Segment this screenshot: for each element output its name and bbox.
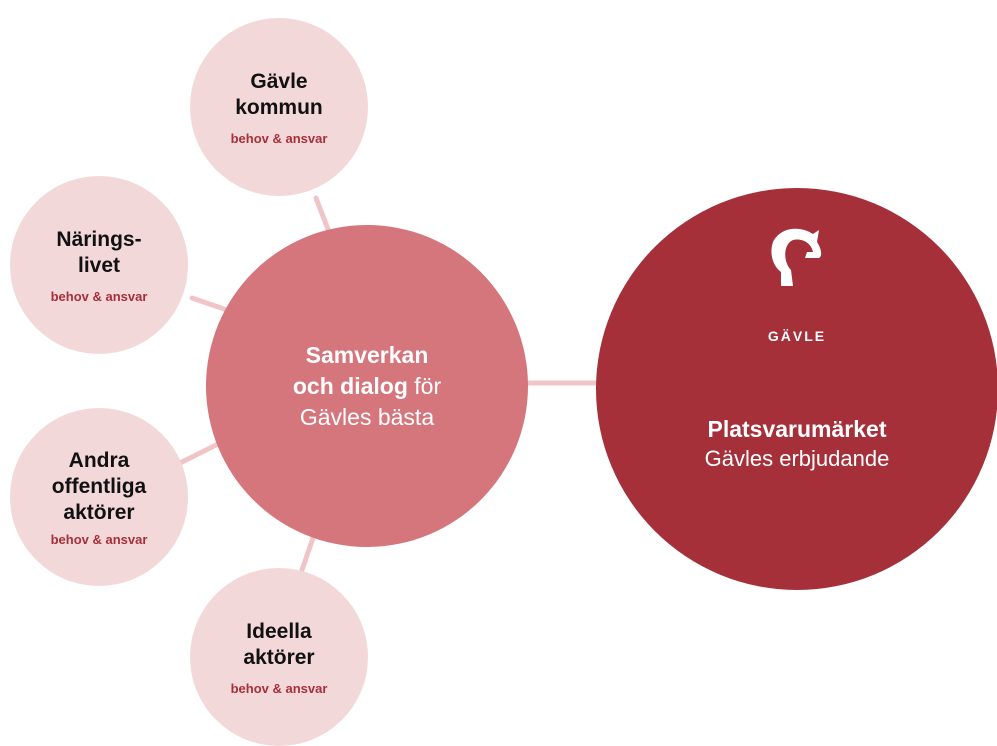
brand-title: Platsvarumärket: [707, 416, 887, 442]
center-line-3: Gävles bästa: [299, 403, 435, 430]
node-title: Närings- livet: [56, 227, 142, 277]
node-subtitle: behov & ansvar: [230, 680, 328, 696]
brand-subtitle: Gävles erbjudande: [704, 446, 890, 471]
node-subtitle: behov & ansvar: [50, 531, 148, 547]
center-node: Samverkan och dialog för Gävles bästa: [206, 225, 528, 547]
node-title: Ideella aktörer: [243, 619, 315, 669]
node-andra-offentliga-aktorer: Andra offentliga aktörer behov & ansvar: [10, 408, 188, 586]
brand-text-block: Platsvarumärket Gävles erbjudande: [705, 414, 890, 474]
brand-node: GÄVLE Platsvarumärket Gävles erbjudande: [596, 188, 997, 590]
brand-logo-text: GÄVLE: [767, 328, 827, 344]
node-ideella-aktorer: Ideella aktörer behov & ansvar: [190, 568, 368, 746]
node-title: Gävle kommun: [235, 69, 323, 119]
node-subtitle: behov & ansvar: [50, 288, 148, 304]
center-line-2-bold: och dialog: [292, 372, 408, 399]
center-line-1: Samverkan: [306, 340, 429, 371]
goat-g-logo-icon: [771, 228, 822, 286]
center-line-1-text: Samverkan: [305, 341, 429, 368]
node-naringslivet: Närings- livet behov & ansvar: [10, 176, 188, 354]
node-gavle-kommun: Gävle kommun behov & ansvar: [190, 18, 368, 196]
center-line-2-rest: för: [407, 372, 442, 399]
node-subtitle: behov & ansvar: [230, 130, 328, 146]
node-title: Andra offentliga aktörer: [51, 448, 147, 524]
center-line-2: och dialog för: [293, 371, 441, 402]
